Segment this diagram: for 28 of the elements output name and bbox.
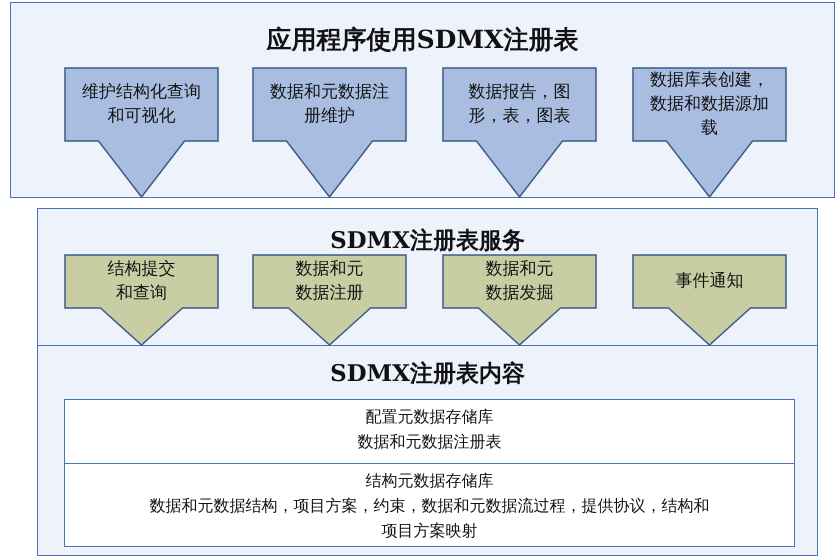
- down-arrow-box: [252, 67, 407, 198]
- down-arrow-box: [252, 254, 407, 346]
- down-arrow-box: [632, 67, 787, 198]
- box-text: 数据报告，图形，表，图表: [468, 81, 572, 128]
- box-text: 数据和元数据注册: [294, 258, 364, 305]
- down-arrow-box: [64, 67, 219, 198]
- box-text: 数据和元数据结构，项目方案，约束，数据和元数据流过程，提供协议，结构和项目方案映射: [150, 495, 710, 542]
- panel-title: SDMX注册表服务: [329, 226, 526, 256]
- down-arrow-box: [442, 254, 597, 346]
- box-heading: 配置元数据存储库: [364, 406, 494, 428]
- box-text: 数据和元数据注册维护: [269, 81, 390, 128]
- down-arrow-box: [632, 254, 787, 346]
- panel: [10, 2, 835, 198]
- box-text: 结构提交和查询: [106, 258, 176, 305]
- box-text: 数据库表创建，数据和数据源加载: [649, 69, 770, 140]
- panel-title: SDMX注册表内容: [329, 359, 526, 389]
- box-text: 维护结构化查询和可视化: [81, 81, 202, 128]
- down-arrow-box: [442, 67, 597, 198]
- panel-title: 应用程序使用SDMX注册表: [265, 24, 580, 56]
- content-box: [64, 463, 795, 547]
- box-text: 数据和元数据发掘: [484, 258, 554, 305]
- panel: [37, 345, 818, 556]
- box-heading: 结构元数据存储库: [364, 470, 494, 492]
- panel: [37, 208, 818, 346]
- box-text: 事件通知: [674, 270, 744, 293]
- content-box: [64, 399, 795, 464]
- down-arrow-box: [64, 254, 219, 346]
- box-text: 数据和元数据注册表: [356, 431, 502, 453]
